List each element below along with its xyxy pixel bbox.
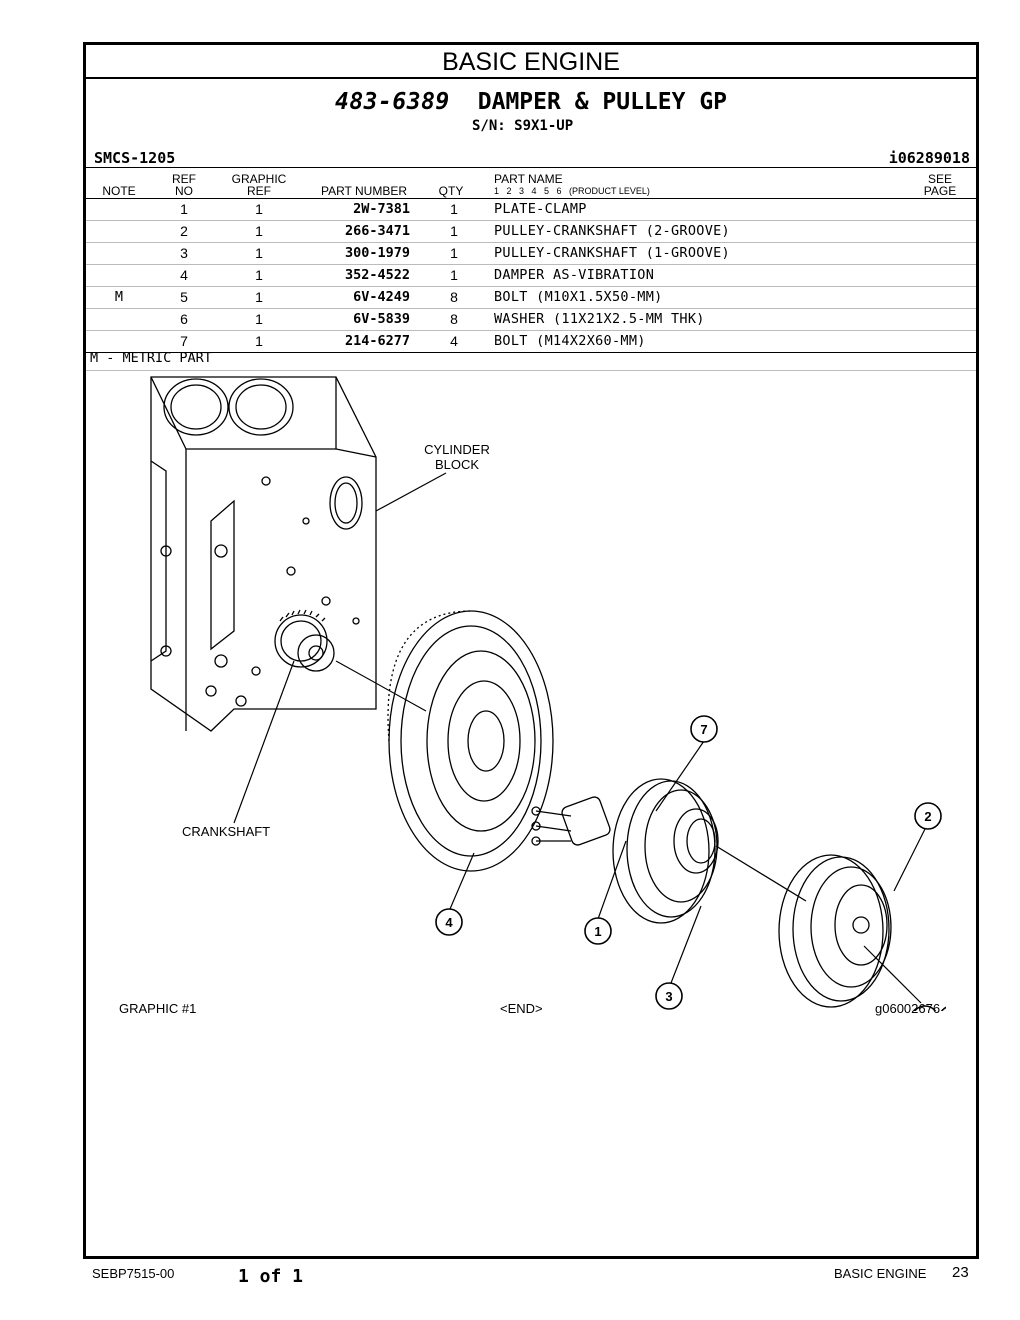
cell-qty: 1 bbox=[450, 223, 458, 239]
group-heading: 483-6389 DAMPER & PULLEY GP bbox=[86, 89, 976, 115]
cell-qty: 8 bbox=[450, 289, 458, 305]
cylinder-block-drawing bbox=[150, 376, 377, 732]
label-crankshaft: CRANKSHAFT bbox=[182, 824, 270, 839]
legend-rule bbox=[86, 370, 976, 371]
header-top-rule bbox=[86, 167, 976, 168]
callout-2: 2 bbox=[914, 802, 942, 830]
cell-qty: 4 bbox=[450, 333, 458, 349]
serial-number: S/N: S9X1-UP bbox=[472, 118, 574, 134]
footer-section: BASIC ENGINE bbox=[834, 1266, 927, 1281]
smcs-code: SMCS-1205 bbox=[94, 149, 176, 167]
cell-qty: 8 bbox=[450, 311, 458, 327]
callout-1: 1 bbox=[584, 917, 612, 945]
cell-part-name: PULLEY-CRANKSHAFT (2-GROOVE) bbox=[494, 223, 730, 239]
cell-part-number[interactable]: 352-4522 bbox=[344, 267, 410, 283]
group-name: DAMPER & PULLEY GP bbox=[477, 89, 728, 115]
cell-ref: 1 bbox=[180, 201, 188, 217]
svg-text:4: 4 bbox=[445, 915, 453, 930]
end-label: <END> bbox=[500, 1001, 543, 1016]
col-see-2: PAGE bbox=[923, 184, 957, 198]
exploded-view-illustration: CYLINDER BLOCK CRANKSHAFT bbox=[150, 376, 946, 1011]
cell-part-number[interactable]: 6V-5839 bbox=[353, 311, 410, 327]
footer-doc-number: SEBP7515-00 bbox=[92, 1266, 175, 1281]
col-product-level: 1 2 3 4 5 6 (PRODUCT LEVEL) bbox=[494, 186, 650, 196]
ident-code: i06289018 bbox=[888, 149, 970, 167]
cell-ref: 6 bbox=[180, 311, 188, 327]
col-qty: QTY bbox=[438, 184, 464, 198]
note-legend: M - METRIC PART bbox=[90, 350, 212, 366]
table-row: M 5 1 6V-4249 8 BOLT (M10X1.5X50-MM) bbox=[86, 287, 976, 309]
pulley-1-groove-drawing bbox=[612, 778, 807, 924]
label-cylinder-line2: BLOCK bbox=[435, 457, 479, 472]
table-row: 2 1 266-3471 1 PULLEY-CRANKSHAFT (2-GROO… bbox=[86, 221, 976, 243]
cell-graphic-ref: 1 bbox=[255, 311, 263, 327]
graphic-id: g06002676 bbox=[875, 1001, 941, 1016]
footer-page-of: 1 of 1 bbox=[238, 1266, 304, 1287]
col-graphic-2: REF bbox=[247, 184, 271, 198]
pulley-2-groove-drawing bbox=[778, 854, 892, 1008]
svg-text:1: 1 bbox=[594, 924, 601, 939]
cell-part-name: DAMPER AS-VIBRATION bbox=[494, 267, 655, 283]
cell-part-name: BOLT (M14X2X60-MM) bbox=[494, 333, 646, 349]
col-see-1: SEE bbox=[927, 172, 952, 186]
cell-graphic-ref: 1 bbox=[255, 245, 263, 261]
cell-part-name: PULLEY-CRANKSHAFT (1-GROOVE) bbox=[494, 245, 730, 261]
cell-graphic-ref: 1 bbox=[255, 223, 263, 239]
cell-part-name: PLATE-CLAMP bbox=[494, 201, 587, 217]
cell-qty: 1 bbox=[450, 201, 458, 217]
col-ref-1: REF bbox=[172, 172, 196, 186]
table-row: 6 1 6V-5839 8 WASHER (11X21X2.5-MM THK) bbox=[86, 309, 976, 331]
table-row: 7 1 214-6277 4 BOLT (M14X2X60-MM) bbox=[86, 331, 976, 353]
cell-part-number[interactable]: 214-6277 bbox=[344, 333, 410, 349]
cell-ref: 5 bbox=[180, 289, 188, 305]
callout-6: 6 bbox=[940, 1006, 946, 1011]
svg-text:2: 2 bbox=[924, 809, 931, 824]
svg-text:3: 3 bbox=[665, 989, 672, 1004]
cell-part-number[interactable]: 6V-4249 bbox=[353, 289, 410, 305]
svg-text:7: 7 bbox=[700, 722, 707, 737]
cell-part-number[interactable]: 2W-7381 bbox=[353, 201, 410, 217]
cell-ref: 3 bbox=[180, 245, 188, 261]
table-row: 4 1 352-4522 1 DAMPER AS-VIBRATION bbox=[86, 265, 976, 287]
cell-part-name: WASHER (11X21X2.5-MM THK) bbox=[494, 311, 705, 327]
cell-graphic-ref: 1 bbox=[255, 289, 263, 305]
cell-graphic-ref: 1 bbox=[255, 267, 263, 283]
plate-clamp-drawing bbox=[531, 796, 611, 846]
cell-qty: 1 bbox=[450, 267, 458, 283]
table-row: 1 1 2W-7381 1 PLATE-CLAMP bbox=[86, 199, 976, 221]
cell-note: M bbox=[114, 289, 124, 305]
cell-part-number[interactable]: 266-3471 bbox=[344, 223, 410, 239]
cell-qty: 1 bbox=[450, 245, 458, 261]
cell-ref: 2 bbox=[180, 223, 188, 239]
callout-leaders bbox=[449, 740, 927, 1004]
cell-part-number[interactable]: 300-1979 bbox=[344, 245, 410, 261]
col-part-number: PART NUMBER bbox=[320, 184, 407, 198]
callout-5: 5 bbox=[913, 1005, 937, 1011]
graphic-label: GRAPHIC #1 bbox=[119, 1001, 197, 1016]
section-title: BASIC ENGINE bbox=[86, 45, 976, 79]
header-bottom-rule bbox=[86, 198, 976, 199]
callout-7: 7 bbox=[690, 715, 718, 743]
cell-part-name: BOLT (M10X1.5X50-MM) bbox=[494, 289, 663, 305]
cell-graphic-ref: 1 bbox=[255, 333, 263, 349]
cell-ref: 7 bbox=[180, 333, 188, 349]
damper-drawing bbox=[335, 610, 554, 872]
col-note: NOTE bbox=[102, 184, 136, 198]
callout-4: 4 bbox=[435, 908, 463, 936]
col-ref-2: NO bbox=[175, 184, 193, 198]
group-number: 483-6389 bbox=[334, 89, 450, 115]
table-row: 3 1 300-1979 1 PULLEY-CRANKSHAFT (1-GROO… bbox=[86, 243, 976, 265]
col-graphic-1: GRAPHIC bbox=[231, 172, 287, 186]
callout-3: 3 bbox=[655, 982, 683, 1010]
label-cylinder-line1: CYLINDER bbox=[424, 442, 490, 457]
cell-ref: 4 bbox=[180, 267, 188, 283]
footer-page-number: 23 bbox=[952, 1264, 969, 1281]
cell-graphic-ref: 1 bbox=[255, 201, 263, 217]
col-part-name: PART NAME bbox=[494, 172, 563, 186]
